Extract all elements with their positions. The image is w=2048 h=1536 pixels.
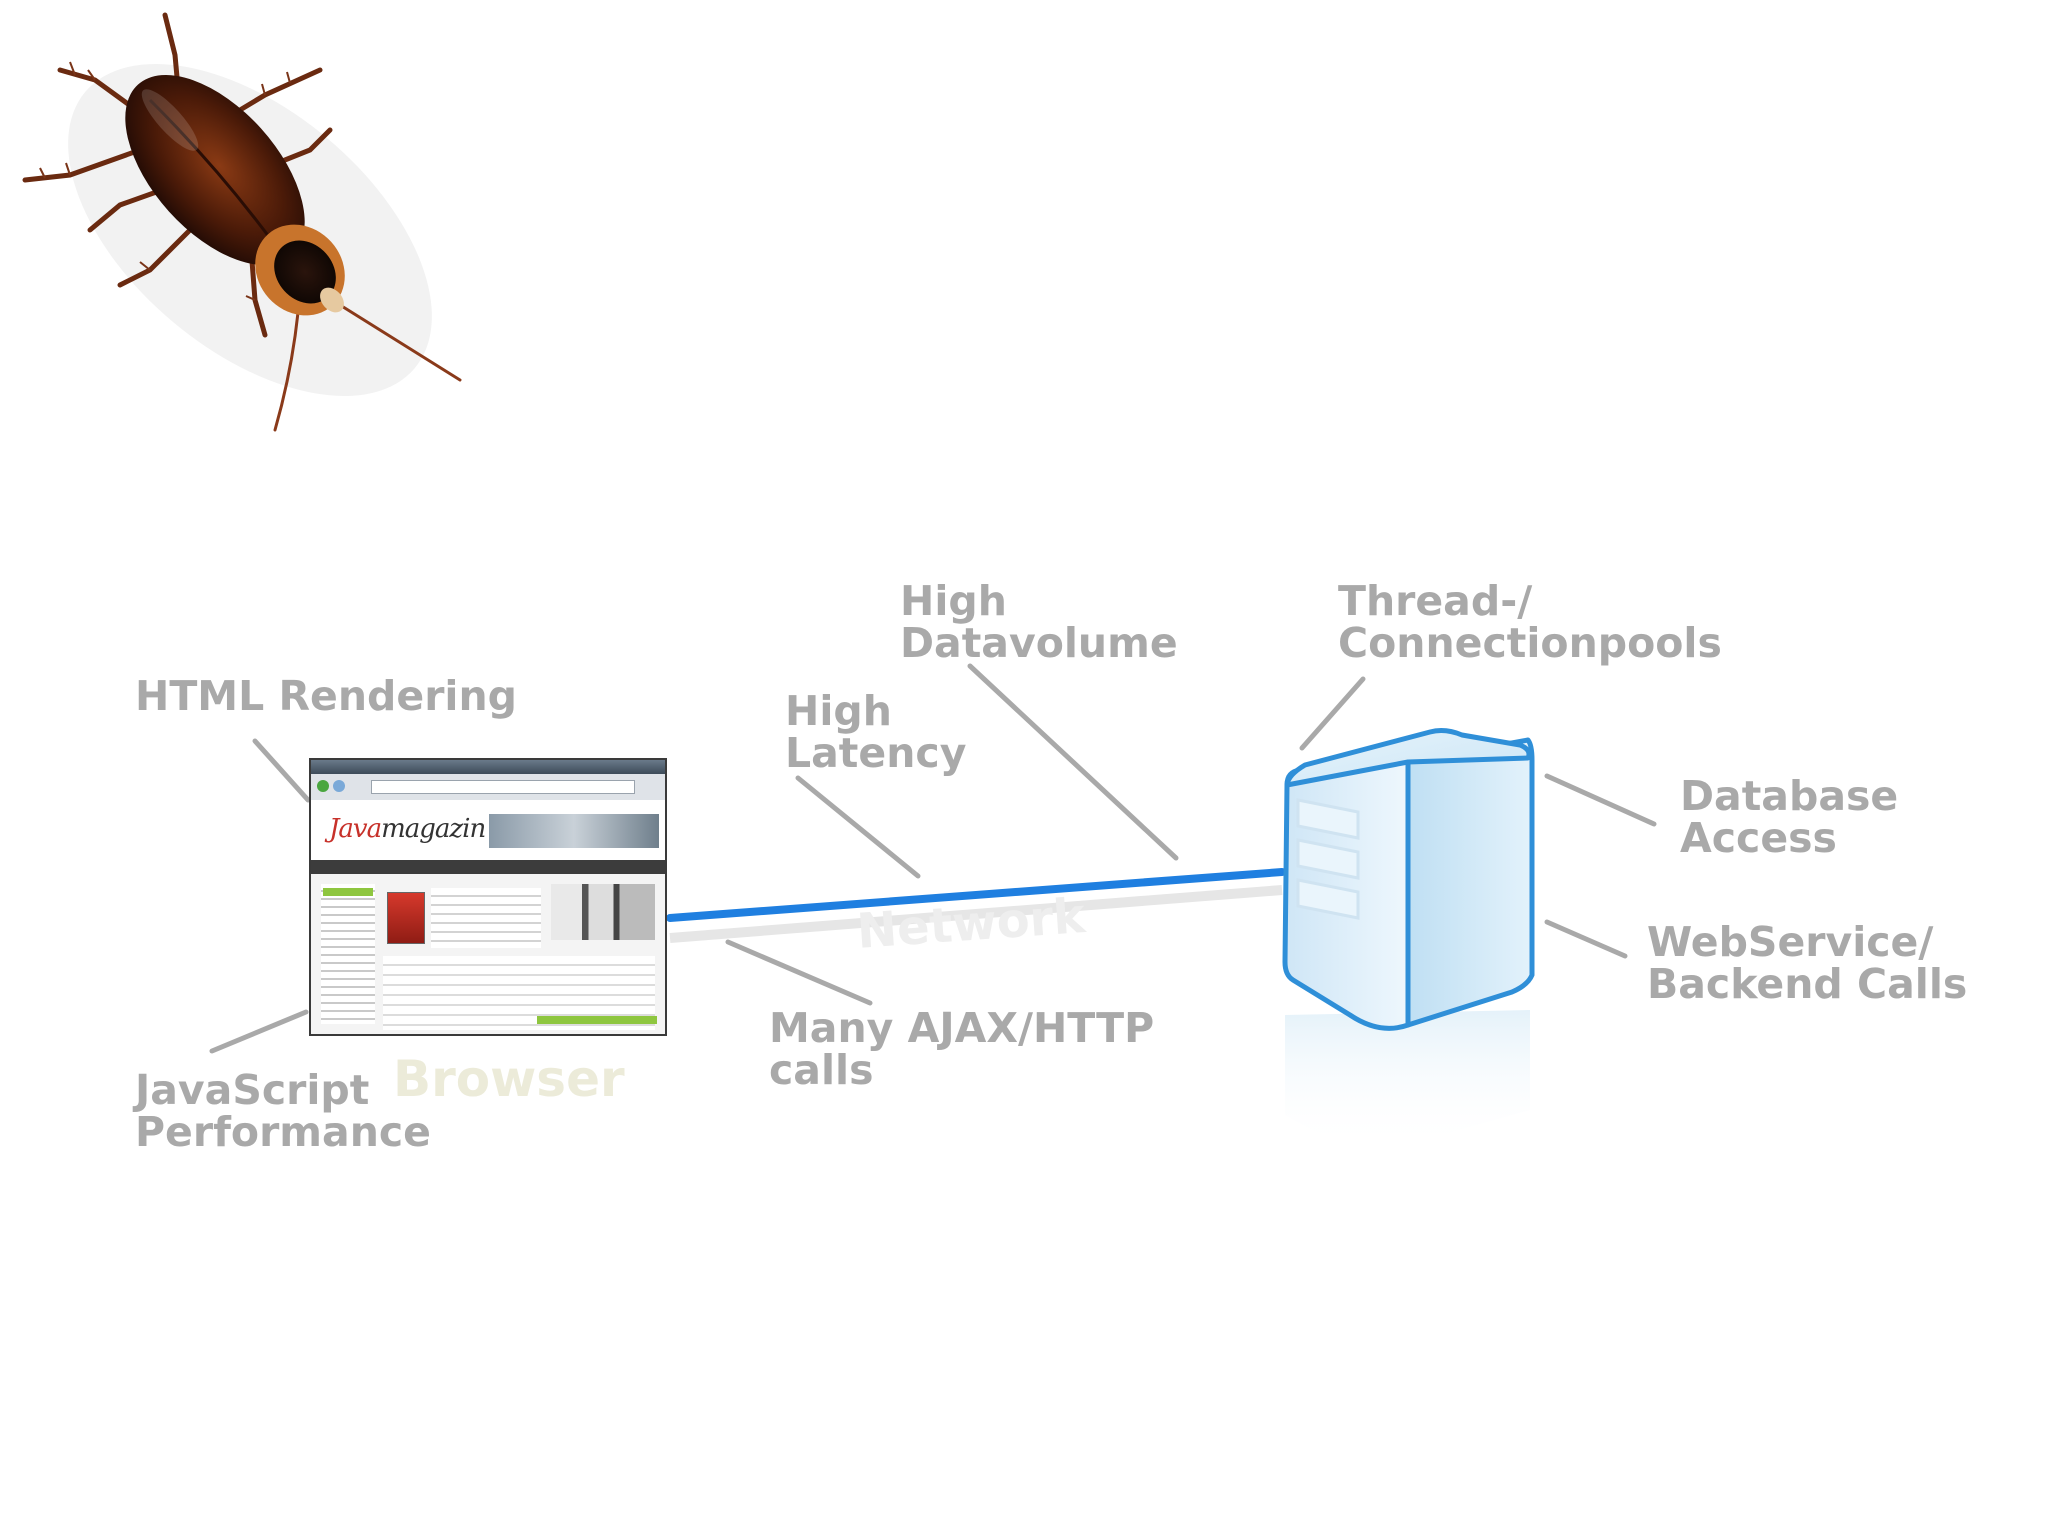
connector-js-performance xyxy=(209,1009,309,1054)
connector-html-rendering xyxy=(252,738,311,803)
label-webservice-calls: WebService/ Backend Calls xyxy=(1647,921,1967,1005)
connector-high-datavolume xyxy=(967,663,1179,861)
label-database-access-line1: Database xyxy=(1680,772,1899,820)
label-thread-pools: Thread-/ Connectionpools xyxy=(1338,580,1722,664)
site-sidebar-highlight xyxy=(323,888,373,896)
connector-database-access xyxy=(1544,773,1657,827)
label-js-performance: JavaScript Performance xyxy=(135,1069,431,1153)
label-high-datavolume-line1: High xyxy=(900,577,1007,625)
connector-high-latency xyxy=(795,775,921,879)
site-header: Javamagazin xyxy=(311,800,665,860)
site-article-text xyxy=(431,888,541,948)
site-banner xyxy=(489,814,659,848)
connector-webservice xyxy=(1544,919,1628,959)
browser-screenshot: Javamagazin xyxy=(309,758,667,1036)
label-thread-pools-line1: Thread-/ xyxy=(1338,577,1533,625)
label-database-access-line2: Access xyxy=(1680,814,1837,862)
label-high-latency-line2: Latency xyxy=(785,729,967,777)
site-photo xyxy=(551,884,655,940)
server-icon xyxy=(1282,728,1535,1149)
label-many-ajax-line1: Many AJAX/HTTP xyxy=(769,1004,1155,1052)
site-logo: Javamagazin xyxy=(329,814,486,844)
forward-icon xyxy=(333,780,345,792)
label-high-datavolume: High Datavolume xyxy=(900,580,1178,664)
label-html-rendering-text: HTML Rendering xyxy=(135,672,518,720)
magazine-cover xyxy=(387,892,425,944)
site-sidebar xyxy=(321,884,375,1024)
browser-url-bar xyxy=(371,780,635,794)
label-many-ajax: Many AJAX/HTTP calls xyxy=(769,1007,1154,1091)
label-high-latency: High Latency xyxy=(785,690,966,774)
network-line xyxy=(666,868,1286,943)
browser-titlebar xyxy=(311,760,665,774)
label-webservice-calls-line2: Backend Calls xyxy=(1647,960,1968,1008)
site-green-button xyxy=(537,1016,657,1024)
label-js-performance-line1: JavaScript xyxy=(135,1066,370,1114)
back-icon xyxy=(317,780,329,792)
site-nav xyxy=(311,860,665,874)
label-high-datavolume-line2: Datavolume xyxy=(900,619,1178,667)
label-webservice-calls-line1: WebService/ xyxy=(1647,918,1934,966)
label-database-access: Database Access xyxy=(1680,775,1898,859)
label-thread-pools-line2: Connectionpools xyxy=(1338,619,1722,667)
cockroach-icon xyxy=(22,12,462,432)
label-high-latency-line1: High xyxy=(785,687,892,735)
browser-watermark: Browser xyxy=(393,1050,625,1108)
browser-toolbar xyxy=(311,774,665,801)
connector-thread-pools xyxy=(1299,676,1366,751)
label-many-ajax-line2: calls xyxy=(769,1046,874,1094)
label-html-rendering: HTML Rendering xyxy=(135,675,517,717)
connector-many-ajax xyxy=(725,939,873,1006)
connector-lines xyxy=(209,663,1657,1054)
label-js-performance-line2: Performance xyxy=(135,1108,431,1156)
